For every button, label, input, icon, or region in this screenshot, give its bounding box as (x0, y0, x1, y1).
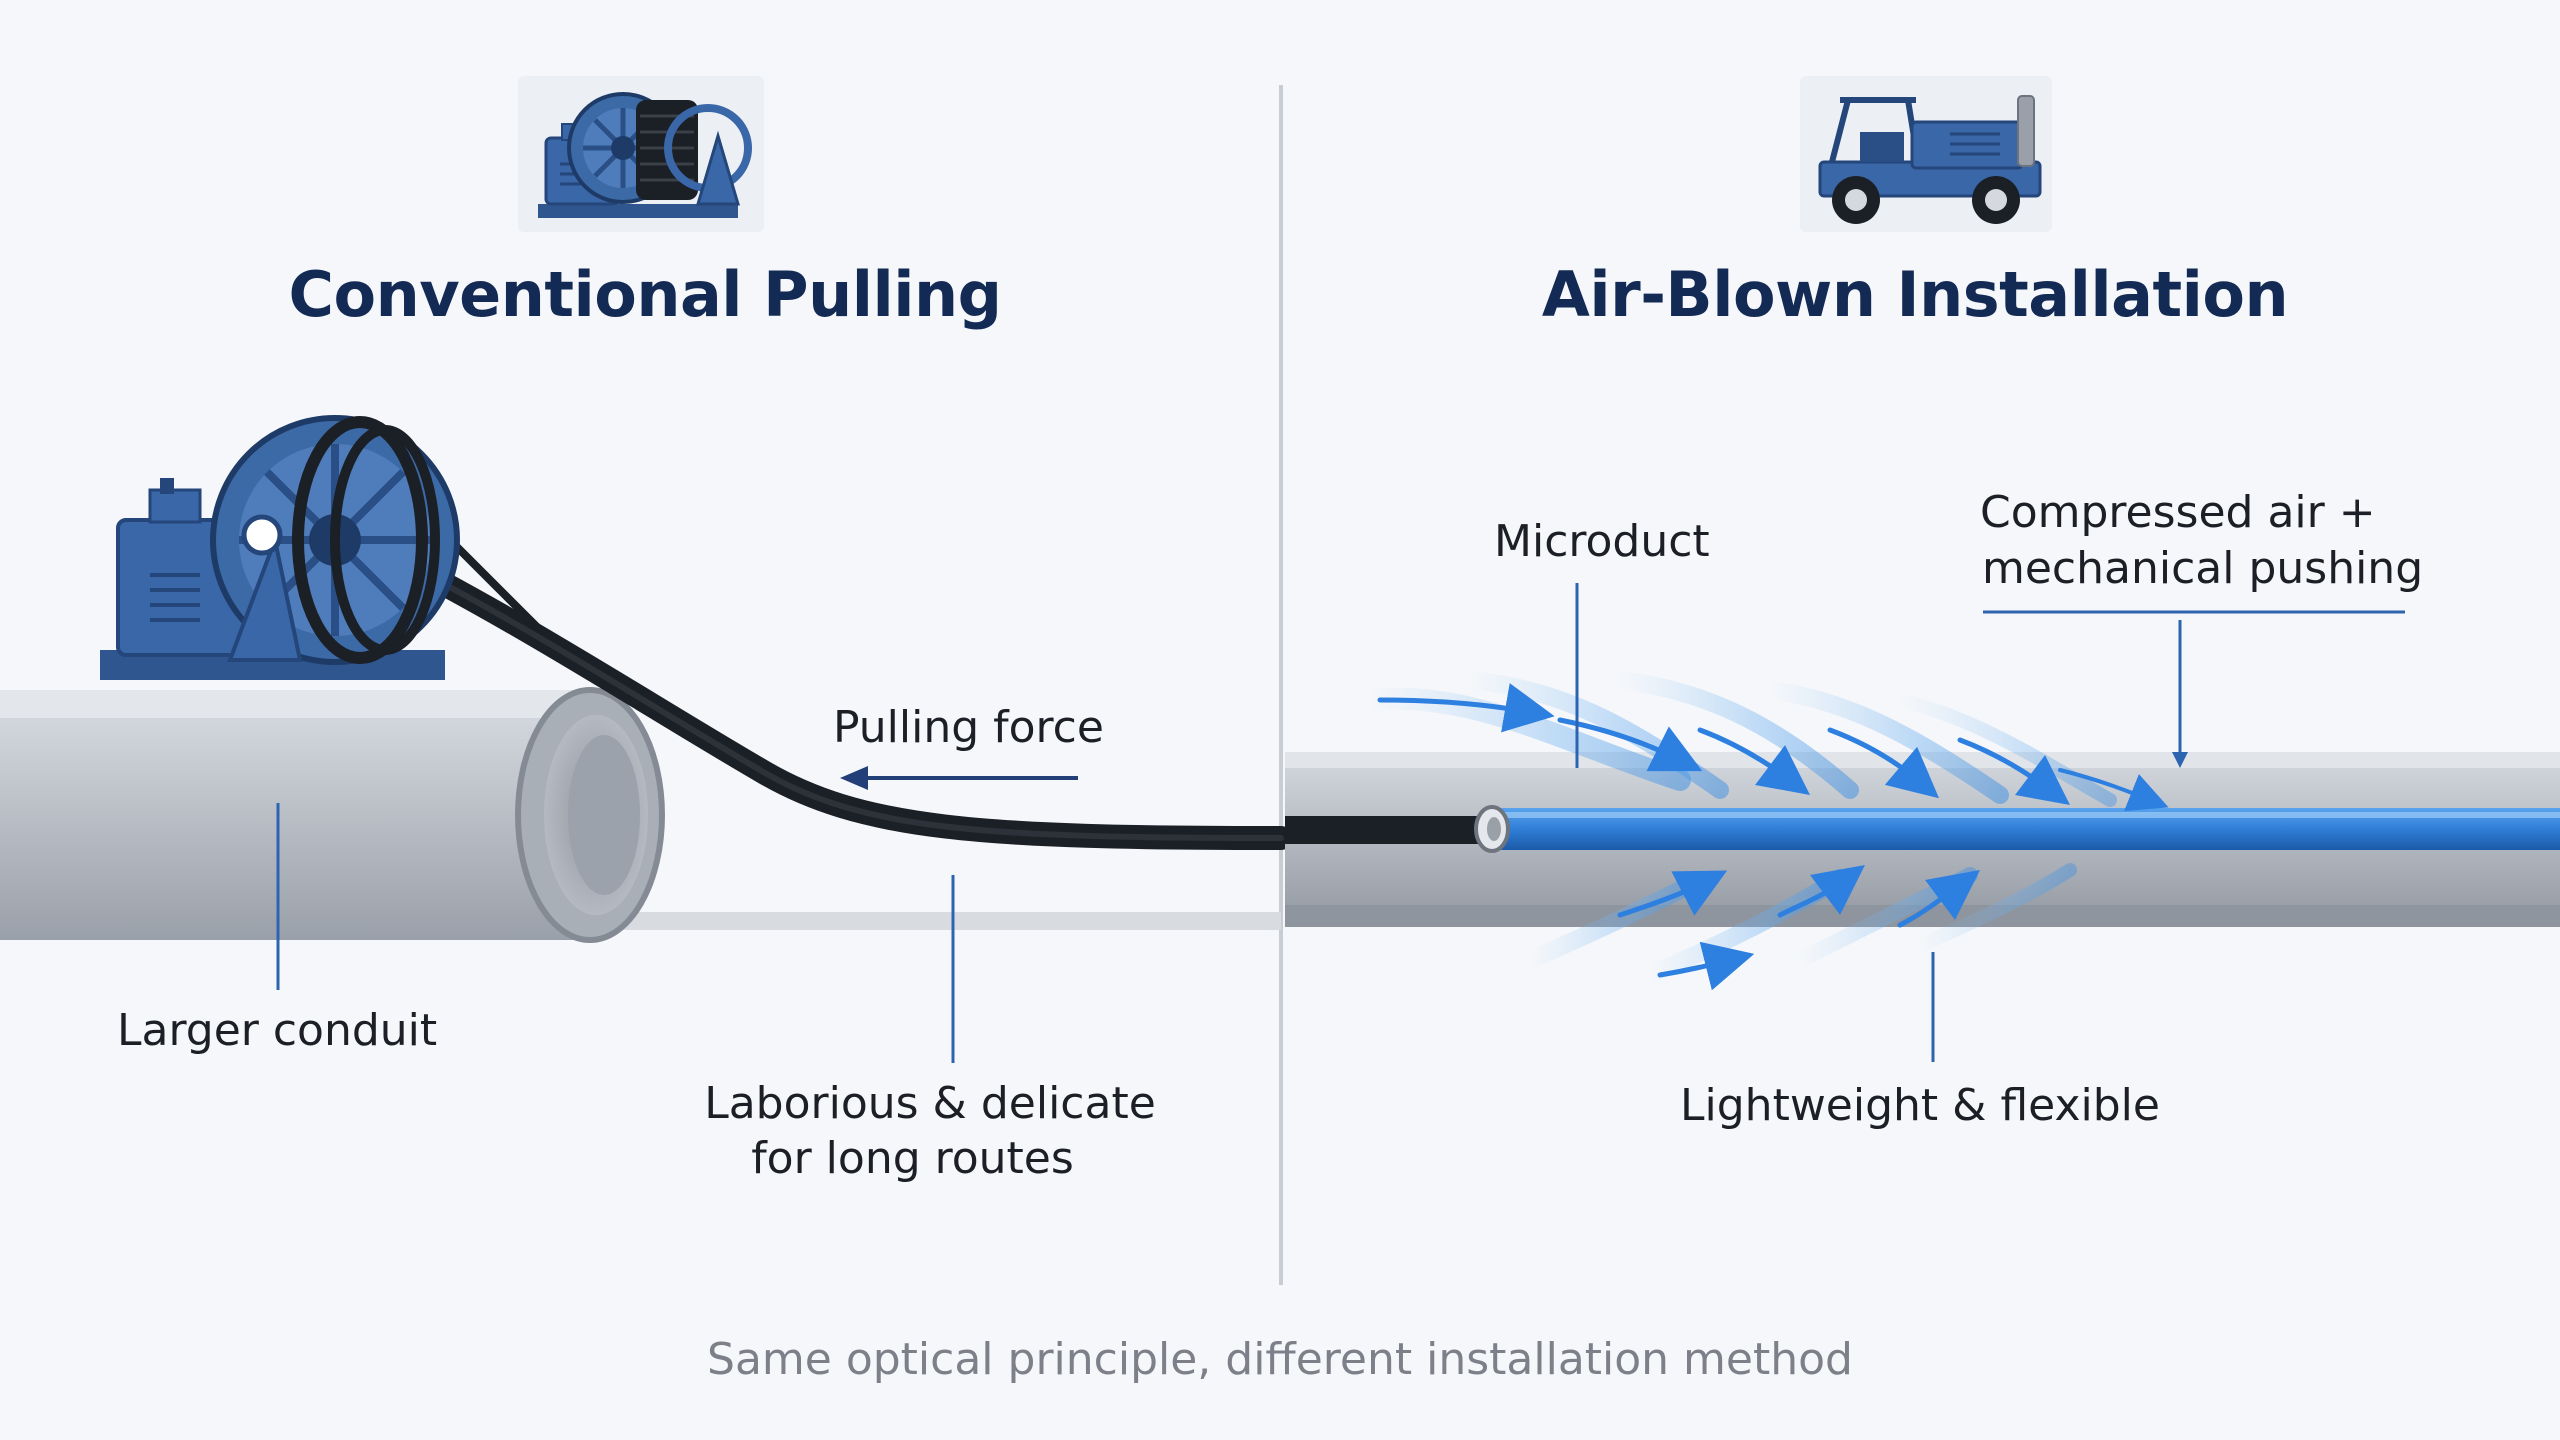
larger-conduit-pipe (0, 687, 665, 943)
blowing-machine-vehicle-icon (1800, 76, 2052, 232)
cable-inside-duct (1285, 816, 1485, 844)
footer-caption: Same optical principle, different instal… (707, 1334, 1853, 1385)
blown-fiber-tube (1474, 805, 2560, 853)
compressed-air-streams (1359, 671, 2169, 991)
laborious-label-line1: Laborious & delicate (704, 1078, 1156, 1129)
microduct-label: Microduct (1494, 516, 1710, 567)
compressed-air-label-line2: mechanical pushing (1982, 543, 2424, 594)
cable-winch-icon (518, 76, 764, 232)
right-panel-title: Air-Blown Installation (1541, 258, 2289, 331)
laborious-label-line2: for long routes (751, 1133, 1074, 1184)
cable-winch-machine (100, 415, 460, 680)
pulling-force-label: Pulling force (833, 702, 1104, 753)
compressed-air-label-line1: Compressed air + (1980, 487, 2376, 538)
lightweight-label: Lightweight & flexible (1680, 1080, 2160, 1131)
larger-conduit-label: Larger conduit (117, 1005, 438, 1056)
left-panel-title: Conventional Pulling (288, 258, 1003, 331)
